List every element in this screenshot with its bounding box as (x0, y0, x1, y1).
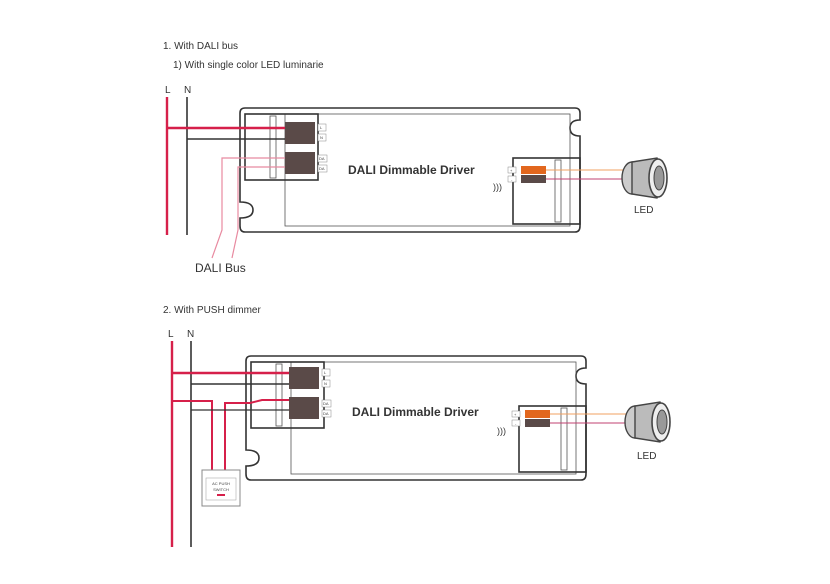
line-label: L (165, 85, 171, 96)
dali-terminal-block-2 (289, 397, 319, 419)
dali-bus-label: DALI Bus (195, 261, 246, 275)
switch-wire-1 (172, 400, 213, 470)
ac-push-switch: AC PUSH SWITCH (201, 469, 241, 507)
terminal-label-da2-2: DA (323, 411, 329, 416)
neutral-label: N (184, 85, 191, 96)
section1-subheading: 1) With single color LED luminarie (173, 60, 324, 71)
terminal-label-plus-2: + (514, 412, 517, 417)
terminal-label-da2: DA (319, 166, 325, 171)
terminal-label-l-2: L (324, 370, 327, 375)
signal-icon: ))) (493, 182, 502, 192)
signal-icon-2: ))) (497, 426, 506, 436)
led-label: LED (634, 205, 653, 216)
terminal-label-n: N (320, 135, 323, 140)
output-terminal-minus-2 (525, 419, 550, 427)
led-label-2: LED (637, 451, 656, 462)
terminal-label-minus-2: - (515, 421, 517, 426)
terminal-label-minus: - (511, 177, 513, 182)
terminal-label-da1: DA (319, 156, 325, 161)
section1-heading: 1. With DALI bus (163, 41, 238, 52)
neutral-label-2: N (187, 329, 194, 340)
terminal-label-l: L (320, 125, 323, 130)
switch-label-1: AC PUSH (212, 481, 230, 486)
terminal-label-plus: + (510, 168, 513, 173)
driver-label-2: DALI Dimmable Driver (352, 405, 479, 419)
dali-bus-wire-2 (231, 166, 292, 259)
switch-wire-2 (224, 399, 296, 470)
output-terminal-plus (521, 166, 546, 174)
output-terminal-minus (521, 175, 546, 183)
driver-label: DALI Dimmable Driver (348, 163, 475, 177)
input-terminal-block (285, 122, 315, 144)
dali-bus-wire-1 (211, 157, 292, 259)
switch-label-2: SWITCH (213, 487, 229, 492)
terminal-label-n-2: N (324, 381, 327, 386)
terminal-label-da1-2: DA (323, 401, 329, 406)
dali-terminal-block (285, 152, 315, 174)
line-label-2: L (168, 329, 174, 340)
input-terminal-block-2 (289, 367, 319, 389)
output-terminal-plus-2 (525, 410, 550, 418)
led-icon-2 (624, 401, 671, 443)
led-icon (621, 157, 668, 199)
section2-heading: 2. With PUSH dimmer (163, 305, 261, 316)
